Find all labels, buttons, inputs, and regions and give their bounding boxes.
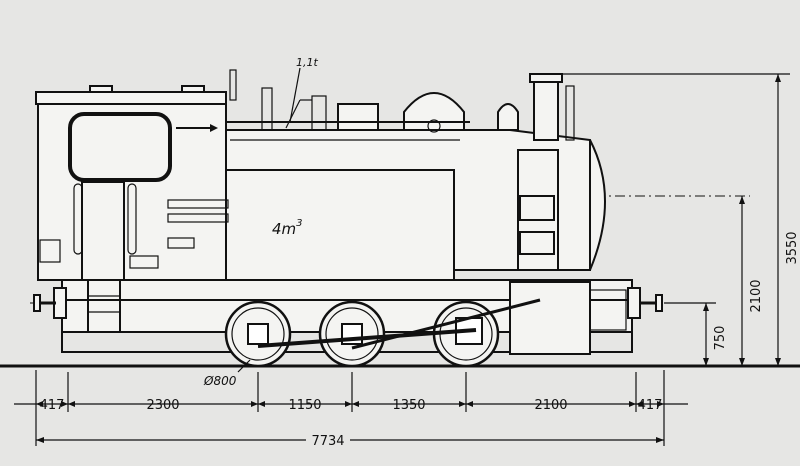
dim-front-overhang: 417 <box>638 398 663 413</box>
tank-capacity-label: 4m3 <box>272 218 303 238</box>
cab-window <box>68 112 172 182</box>
dim-rear-to-axle1: 2300 <box>146 398 179 413</box>
front-buffer-head <box>655 294 663 312</box>
dim-boiler-axis-height: 2100 <box>749 279 764 312</box>
wheel-2 <box>318 300 386 368</box>
cylinder <box>509 281 591 355</box>
dim-axle2-to-axle3: 1350 <box>392 398 425 413</box>
connecting-rod <box>351 298 541 350</box>
dim-overall-length: 7734 <box>311 434 344 449</box>
cab-steps <box>87 279 121 333</box>
dim-axle1-to-axle2: 1150 <box>288 398 321 413</box>
rear-buffer-head <box>33 294 41 312</box>
wheel-1 <box>224 300 292 368</box>
steam-dome <box>403 92 465 131</box>
dim-rear-overhang: 417 <box>40 398 65 413</box>
side-tank <box>225 169 455 281</box>
front-buffer-beam <box>627 287 641 319</box>
valve-chest <box>517 149 559 271</box>
dim-buffer-height: 750 <box>713 326 728 351</box>
cab-roof <box>35 91 227 105</box>
smokebox-door <box>589 139 606 271</box>
wheel-diameter-label: Ø800 <box>203 374 237 388</box>
sand-dome <box>497 103 519 131</box>
cab-body <box>37 91 227 281</box>
dim-axle3-to-front: 2100 <box>534 398 567 413</box>
dim-total-height: 3550 <box>785 231 800 264</box>
pipe-size-label: 1,1t <box>296 56 318 69</box>
chimney <box>533 79 559 141</box>
coupling-rod <box>257 328 477 348</box>
